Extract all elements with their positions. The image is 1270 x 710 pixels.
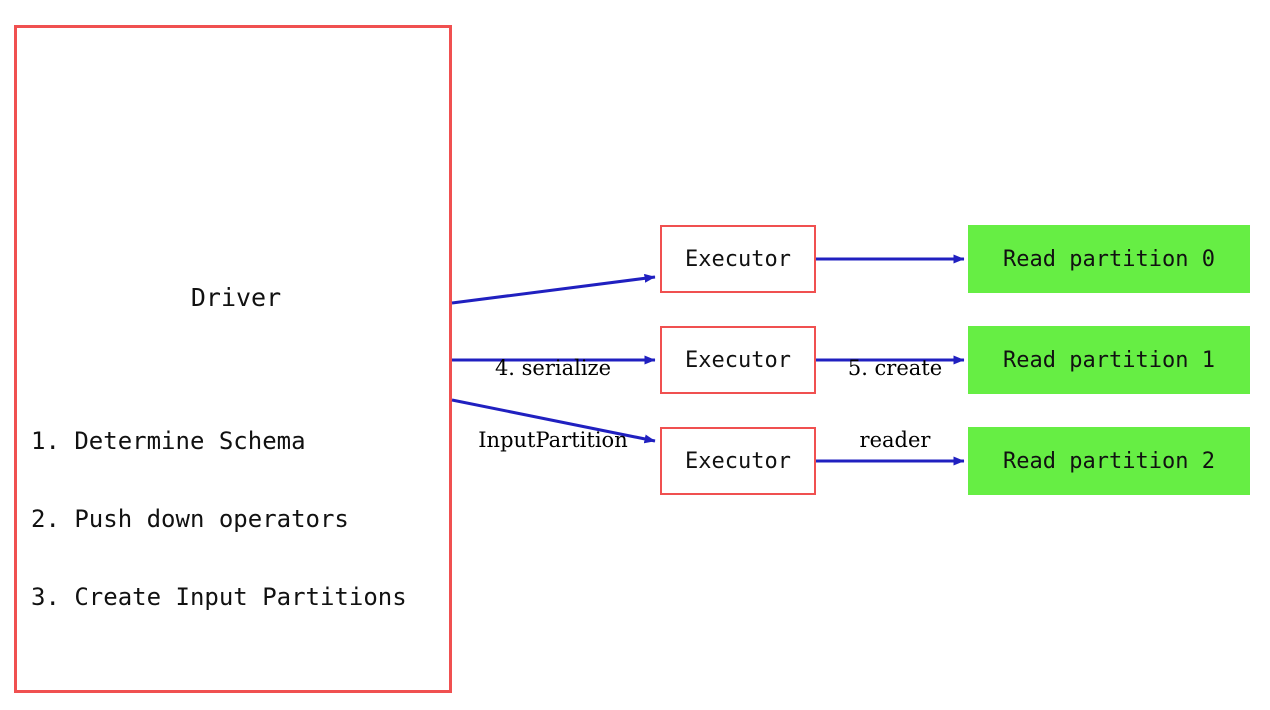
- edge-label-serialize: 4. serialize InputPartition: [468, 308, 638, 500]
- executor-label-2: Executor: [685, 448, 791, 474]
- executor-label-1: Executor: [685, 347, 791, 373]
- driver-box: Driver 1. Determine Schema 2. Push down …: [14, 25, 452, 693]
- executor-box-1: Executor: [660, 326, 816, 394]
- read-partition-label-0: Read partition 0: [1003, 246, 1215, 272]
- edge-label-serialize-line1: 4. serialize: [494, 356, 612, 380]
- driver-step-2: 2. Push down operators: [31, 505, 349, 533]
- executor-box-0: Executor: [660, 225, 816, 293]
- executor-box-2: Executor: [660, 427, 816, 495]
- read-partition-box-0: Read partition 0: [968, 225, 1250, 293]
- driver-step-1: 1. Determine Schema: [31, 427, 306, 455]
- driver-step-3: 3. Create Input Partitions: [31, 583, 407, 611]
- edge-label-create-reader-line2: reader: [859, 428, 931, 452]
- read-partition-box-2: Read partition 2: [968, 427, 1250, 495]
- edge-label-serialize-line2: InputPartition: [478, 428, 628, 452]
- read-partition-box-1: Read partition 1: [968, 326, 1250, 394]
- driver-title: Driver: [190, 283, 282, 312]
- executor-label-0: Executor: [685, 246, 791, 272]
- edge-label-create-reader-line1: 5. create: [847, 356, 943, 380]
- read-partition-label-1: Read partition 1: [1003, 347, 1215, 373]
- read-partition-label-2: Read partition 2: [1003, 448, 1215, 474]
- arrow-driver-to-executor-0: [451, 273, 656, 305]
- driver-steps-list: 1. Determine Schema 2. Push down operato…: [31, 376, 451, 662]
- edge-label-create-reader: 5. create reader: [830, 308, 960, 500]
